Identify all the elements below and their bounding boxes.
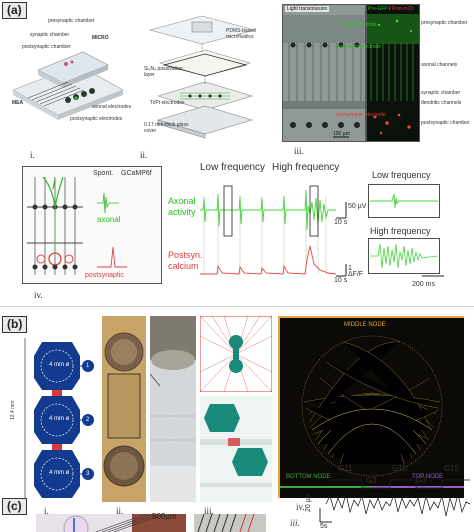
electrode-layout-bottom	[200, 396, 272, 502]
label-scale-df: 1 ΔF/F	[348, 265, 364, 278]
label-scale-50uv: 50 µV	[348, 203, 367, 210]
label-post-mch: Post-mCh	[391, 6, 415, 12]
label-scale-200ms: 200 ms	[412, 281, 435, 288]
label-scale-5s: 5s	[320, 523, 328, 530]
sub-label-b-iii: iii.	[204, 506, 214, 516]
label-high-frequency: High frequency	[272, 162, 340, 173]
label-axonal-electrodes: axonal electrodes	[92, 104, 132, 110]
label-sin-passivation: Si₃N₄ passivation layer	[144, 66, 183, 78]
label-well-num-1: 1	[86, 363, 90, 369]
probe-zoom-photo	[194, 514, 266, 532]
microscopy-fluorescence: Pre-GFP / Post-mCh	[366, 4, 420, 142]
label-well-1: 4 mm ø	[49, 362, 70, 368]
label-scale-500um: 500µm	[152, 512, 177, 521]
panel-b-tag: (b)	[2, 316, 28, 333]
gcamp-schematic: Spont. GCaMP6f axonal postsynaptic	[22, 166, 162, 284]
label-micro-presynaptic-chamber: presynaptic chamber	[421, 20, 468, 26]
label-pre-gfp: Pre-GFP	[368, 6, 388, 12]
trace-scale-bars	[336, 202, 347, 277]
label-g15b: G15	[444, 464, 460, 473]
label-axonal-schematic: axonal	[97, 215, 121, 224]
label-postsynaptic-chamber: postsynaptic chamber	[22, 44, 71, 50]
label-postsynaptic-electrode: postsynaptic electrode	[336, 112, 386, 118]
label-micro-dendritic-channels: dendritic channels	[421, 100, 462, 106]
label-pdms-microfluidics: PDMS-based microfluidics	[226, 28, 256, 40]
label-well-3: 4 mm ø	[49, 470, 70, 476]
label-g15a: G15	[392, 464, 408, 473]
sub-label-a-iv: iv.	[34, 290, 43, 300]
layer-stack-illustration	[148, 15, 257, 139]
label-low-frequency: Low frequency	[200, 162, 266, 173]
label-g3b: G3	[416, 476, 427, 485]
label-micro: MICRO	[92, 35, 109, 41]
label-reference-electrode: reference electrode	[338, 44, 382, 50]
label-g3a: G3	[366, 476, 377, 485]
label-slash: /	[387, 6, 392, 12]
label-inset-low-frequency: Low frequency	[372, 170, 431, 180]
sub-label-a-ii: ii.	[140, 150, 148, 160]
label-inset-high-frequency: High frequency	[370, 226, 431, 236]
label-gcamp6f: GCaMP6f	[121, 170, 152, 177]
gating-trace-path	[325, 492, 471, 517]
label-g11: G11	[338, 464, 353, 473]
electrode-layout-top	[200, 316, 272, 392]
label-postsynaptic-electrodes: postsynaptic electrodes	[70, 116, 123, 122]
red-trace-path	[200, 245, 337, 275]
network-node-graph: MIDDLE NODE BOTTOM NODE TOP NODE	[278, 316, 464, 498]
label-axonal-activity: Axonal activity	[168, 196, 196, 217]
divider-a-b	[0, 306, 474, 307]
sub-label-c-iii: iii.	[290, 518, 300, 528]
sub-label-a-i: i.	[30, 150, 35, 160]
label-spont: Spont.	[93, 170, 114, 177]
label-scale-100um: 100 µm	[333, 131, 350, 137]
sub-label-b-iv: iv.	[296, 502, 305, 512]
label-scale-20uv: 20 µV	[305, 493, 312, 512]
label-tipt-electrodes: Ti/Pt electrodes	[150, 100, 185, 106]
label-scale-10s-b: 10 s	[334, 277, 348, 284]
axonal-activity-trace	[200, 185, 337, 275]
panel-c-tag: (c)	[2, 498, 27, 515]
label-micro-axonal-channels: axonal channels	[421, 62, 458, 68]
sub-label-a-iii: iii.	[294, 146, 304, 156]
label-well-num-3: 3	[86, 471, 90, 477]
label-axonal-electrode: axonal electrode	[340, 22, 377, 28]
green-trace-path	[200, 189, 336, 231]
label-well-2: 4 mm ø	[49, 416, 70, 422]
label-scale-10s-a: 10 s	[334, 219, 348, 226]
panel-a-tag: (a)	[2, 2, 27, 19]
device-3d-illustration	[12, 51, 124, 120]
label-fluorescence: Pre-GFP / Post-mCh	[368, 6, 414, 12]
probe-photo	[36, 514, 186, 532]
label-glass-cover: 0.17 mm-thick glass cover	[144, 122, 189, 134]
high-frequency-highlight-box	[309, 185, 319, 237]
label-scale-12mm: 12.4 mm	[10, 400, 16, 420]
sub-label-b-ii: ii.	[116, 506, 124, 516]
label-bottom-node: BOTTOM NODE	[286, 474, 331, 480]
inset-scale-bar	[422, 275, 444, 277]
microscopy-light-transmission: Light transmission 100 µm	[282, 4, 366, 142]
label-mea: MEA	[12, 100, 24, 106]
low-frequency-highlight-box	[223, 185, 233, 237]
label-micro-postsynaptic-chamber: postsynaptic chamber	[421, 120, 470, 126]
label-synaptic-chamber: synaptic chamber	[30, 32, 70, 38]
gating-step-trace	[319, 479, 471, 523]
label-top-node: TOP NODE	[412, 474, 444, 480]
label-presynaptic-chamber: presynaptic chamber	[48, 18, 95, 24]
device-photo	[102, 316, 146, 502]
three-well-device-illustration	[24, 338, 94, 498]
label-well-num-2: 2	[86, 417, 90, 423]
sub-label-b-i: i.	[44, 506, 49, 516]
inset-low-frequency-trace	[368, 184, 440, 218]
inset-high-frequency-trace	[368, 238, 440, 274]
label-middle-node: MIDDLE NODE	[344, 322, 386, 328]
label-light-transmission: Light transmission	[285, 6, 330, 12]
label-postsynaptic-schematic: postsynaptic	[85, 272, 124, 279]
channel-zoom-photo	[150, 316, 196, 502]
label-postsyn-calcium: Postsyn. calcium	[168, 250, 203, 271]
label-micro-synaptic-chamber: synaptic chamber	[421, 90, 461, 96]
